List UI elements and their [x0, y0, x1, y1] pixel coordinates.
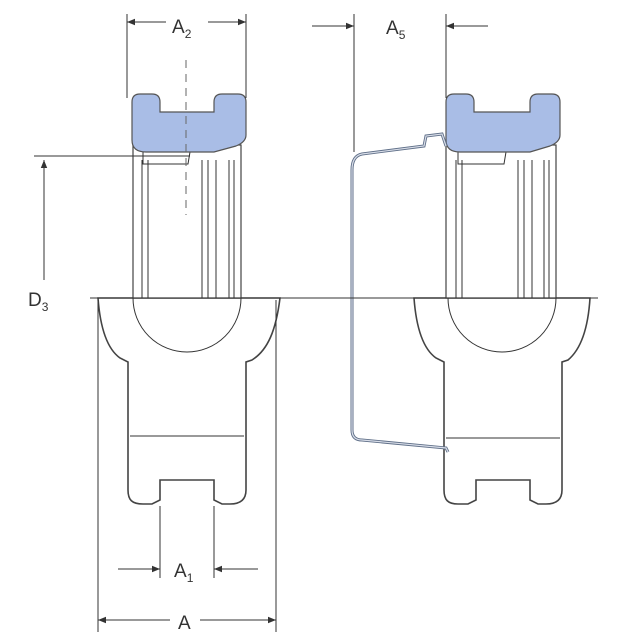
label-a: A	[178, 613, 191, 634]
dimension-d3: D3	[28, 155, 190, 314]
end-cover	[350, 132, 450, 453]
left-housing	[97, 297, 281, 505]
right-insert	[445, 144, 557, 299]
label-a1: A1	[174, 561, 194, 585]
dimension-a2: A2	[126, 14, 247, 98]
right-view	[350, 93, 591, 505]
left-housing-bore	[132, 297, 242, 353]
label-d3: D3	[28, 290, 49, 314]
right-housing-bore	[447, 297, 557, 353]
left-insert	[132, 144, 242, 299]
dimension-a: A	[97, 300, 277, 634]
label-a2: A2	[172, 17, 192, 41]
left-view	[97, 60, 281, 505]
label-a5: A5	[386, 18, 406, 42]
right-housing	[413, 297, 591, 505]
dimension-a1: A1	[118, 506, 258, 585]
right-seal	[445, 93, 561, 153]
left-seal	[131, 93, 247, 153]
dimension-a5: A5	[312, 14, 488, 152]
